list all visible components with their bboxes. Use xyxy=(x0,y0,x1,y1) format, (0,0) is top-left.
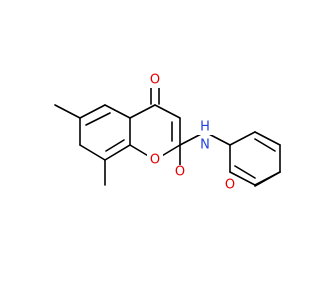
bond xyxy=(254,131,281,146)
amide-hydrogen-label: H xyxy=(200,120,210,135)
bond xyxy=(105,139,125,152)
bond xyxy=(229,171,256,186)
bonds xyxy=(54,79,281,187)
bond xyxy=(254,138,276,152)
amide-nitrogen-label: N xyxy=(200,138,210,153)
amide-oxygen-label: O xyxy=(175,165,185,180)
bond xyxy=(129,104,156,119)
bond xyxy=(254,171,281,187)
bond xyxy=(85,112,111,126)
ring-oxygen-label: O xyxy=(150,153,160,168)
bond xyxy=(79,144,106,161)
bond xyxy=(229,131,256,146)
bond xyxy=(104,144,131,161)
bond xyxy=(154,104,181,119)
atom-labels: O O O O N H xyxy=(147,73,238,193)
bond xyxy=(104,104,131,119)
bond xyxy=(79,104,106,119)
ketone-oxygen-label: O xyxy=(150,73,160,88)
structure-diagram: O O O O N H xyxy=(54,73,281,193)
bond xyxy=(234,165,256,179)
methoxy-oxygen-label: O xyxy=(225,178,235,193)
bond xyxy=(54,104,81,119)
